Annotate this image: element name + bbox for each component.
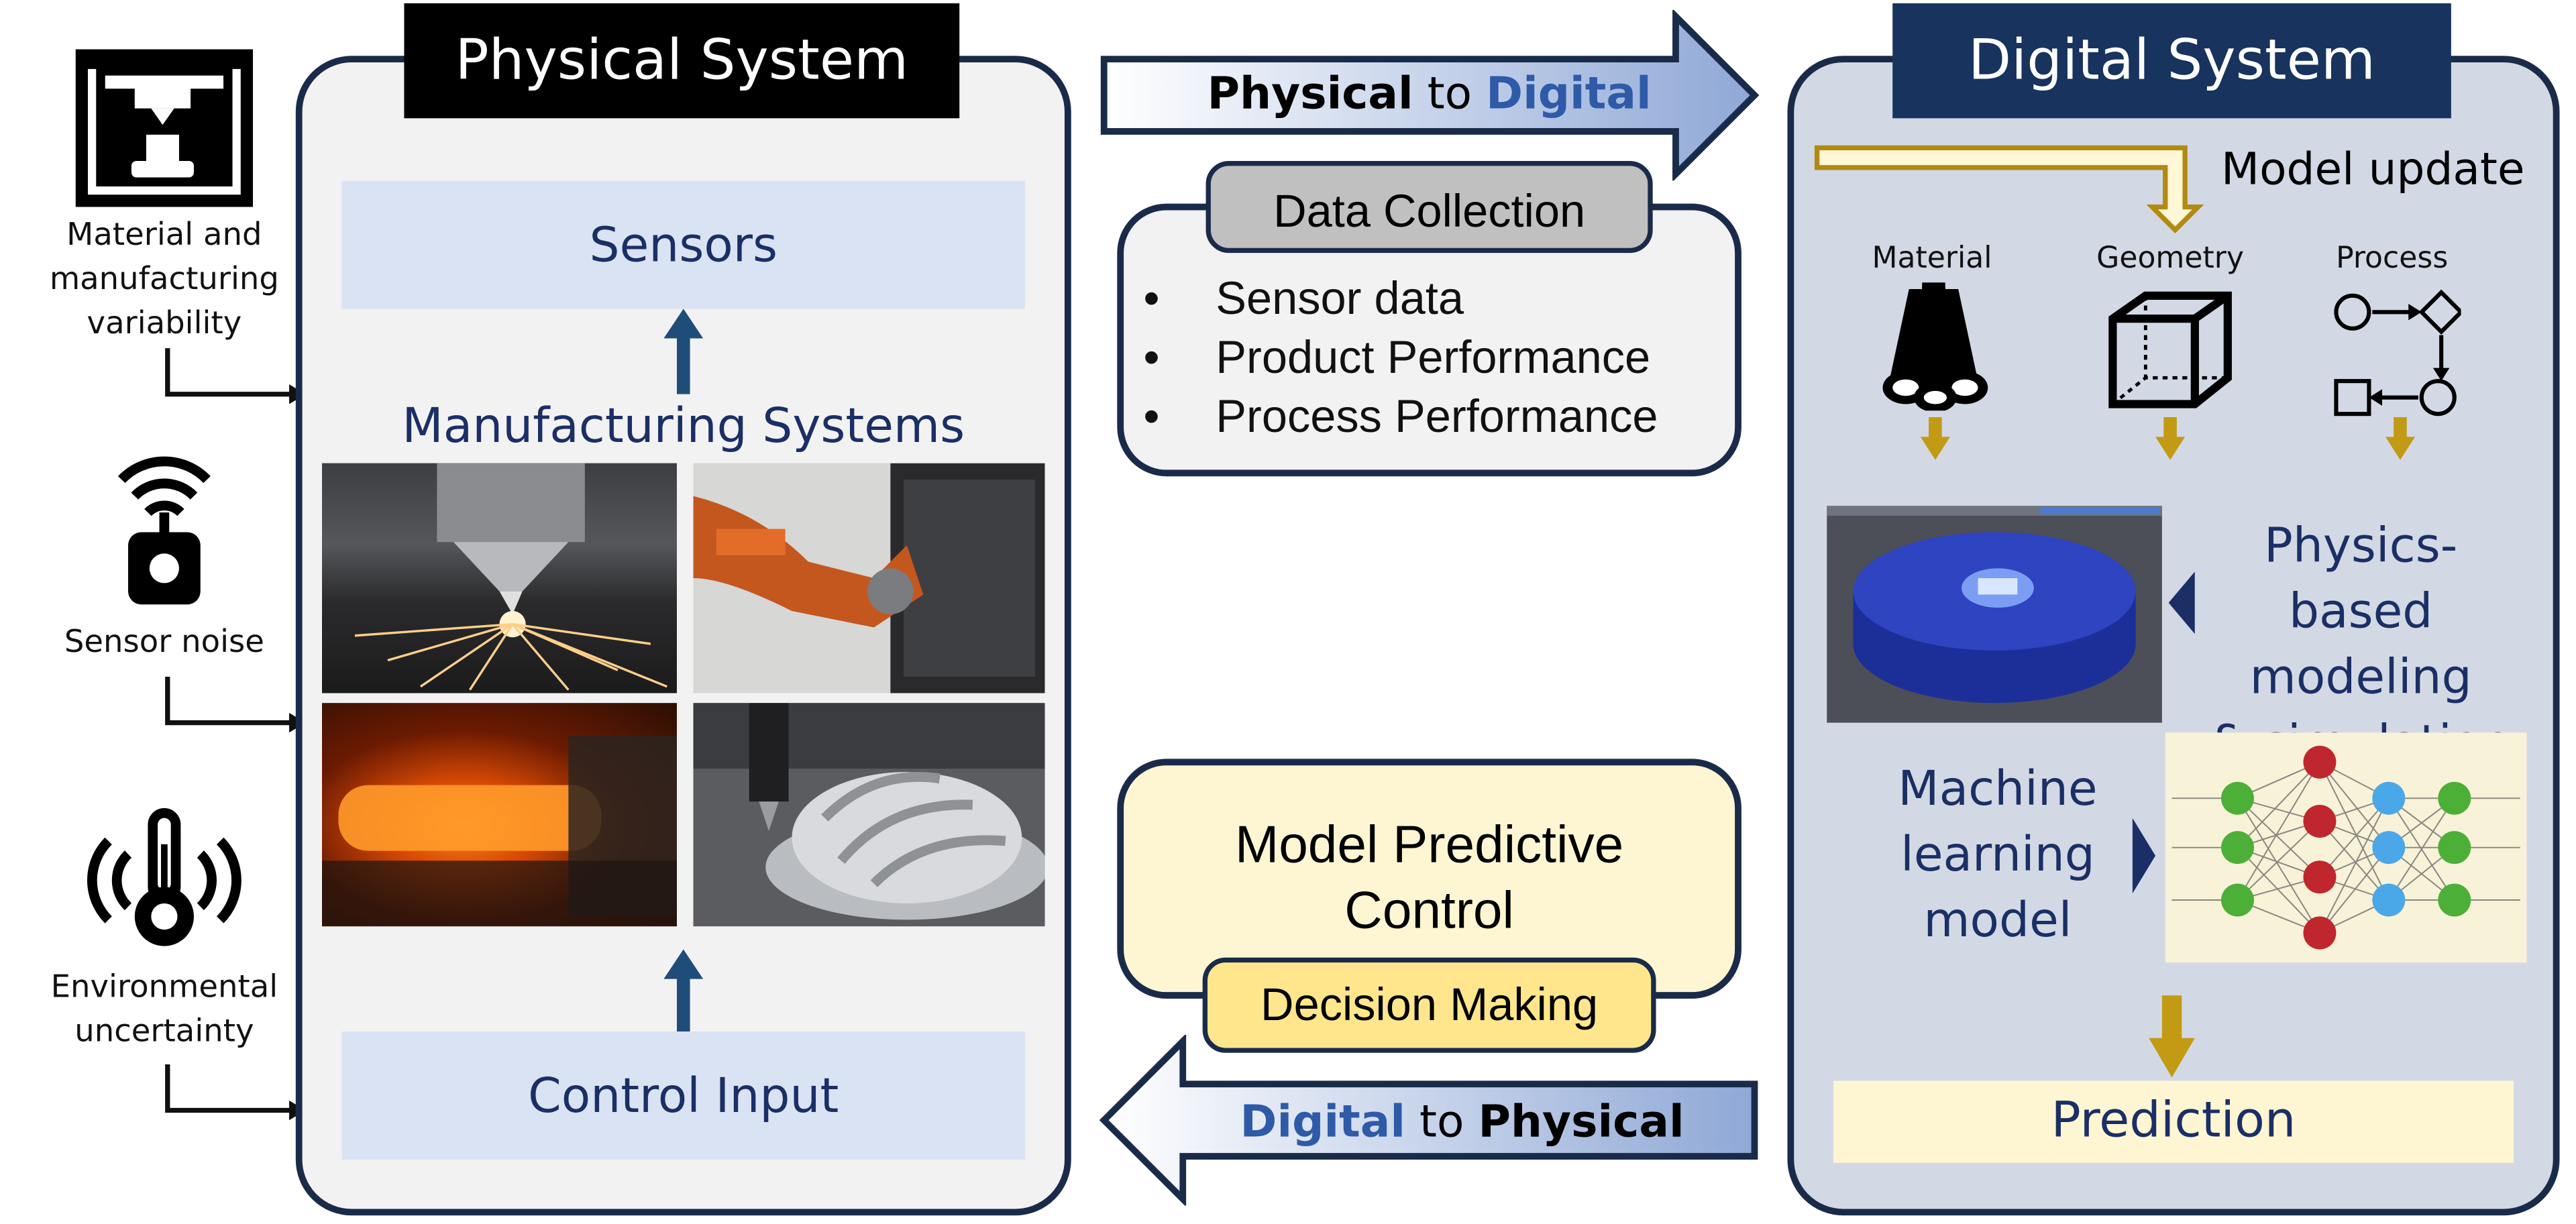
prediction-label: Prediction [2051,1092,2296,1150]
list-item: Sensor data [1216,272,1464,324]
sensor-noise-arrow [165,676,306,733]
prediction-box [1833,1080,2514,1163]
material-variability-arrow [165,348,306,404]
gold-down-arrow-geometry [2155,417,2186,460]
forging-photo [322,703,677,927]
gold-down-arrow-prediction [2149,995,2195,1078]
physical-to-digital-arrow [1100,9,1760,181]
material-label: Material [1872,241,1992,276]
printer-icon [75,49,254,207]
manufacturing-systems-label: Manufacturing Systems [402,397,965,453]
up-arrow-from-control [663,949,704,1035]
decision-making-box: Decision Making [1202,957,1656,1053]
physical-system-title: Physical System [404,3,960,119]
simulation-render-image [1827,506,2162,723]
machine-learning-label: Machine learning model [1898,760,2098,948]
thermometer-icon [79,805,250,952]
neural-network-image [2165,732,2527,963]
robot-arm-photo [693,463,1045,693]
sensors-box [341,180,1026,309]
sensor-noise-label: Sensor noise [64,624,264,661]
control-input-label: Control Input [528,1067,839,1124]
gold-down-arrow-process [2385,417,2415,460]
material-variability-label: Material and manufacturing variability [49,217,279,342]
pointer-triangle-ml [2132,818,2156,894]
model-predictive-control-label: Model Predictive Control [1234,814,1624,940]
data-collection-title: Data Collection [1205,161,1653,254]
up-arrow-to-sensors [663,309,704,394]
digital-to-physical-arrow [1099,1034,1758,1206]
impeller-machining-photo [693,703,1045,927]
model-update-arrow [1814,145,2204,233]
laser-deposition-photo [322,463,677,693]
pointer-triangle-physics [2168,571,2195,634]
environmental-uncertainty-arrow [165,1064,306,1121]
wifi-sensor-icon [112,440,217,611]
list-item: Process Performance [1216,390,1658,442]
gold-down-arrow-material [1920,417,1950,460]
environmental-uncertainty-label: Environmental uncertainty [50,968,278,1050]
model-update-label: Model update [2221,144,2525,196]
geometry-cube-icon [2106,289,2235,410]
digital-system-title: Digital System [1892,3,2451,119]
material-pipes-icon [1870,279,1998,411]
digital-to-physical-label: Digital to Physical [1240,1097,1684,1148]
data-collection-list: •Sensor data •Product Performance •Proce… [1143,270,1735,450]
control-input-box [341,1031,1026,1160]
geometry-label: Geometry [2096,241,2244,276]
physical-to-digital-label: Physical to Digital [1207,68,1652,120]
process-label: Process [2336,241,2449,276]
list-item: Product Performance [1216,331,1651,383]
sensors-label: Sensors [589,217,777,273]
process-flow-icon [2330,286,2461,417]
